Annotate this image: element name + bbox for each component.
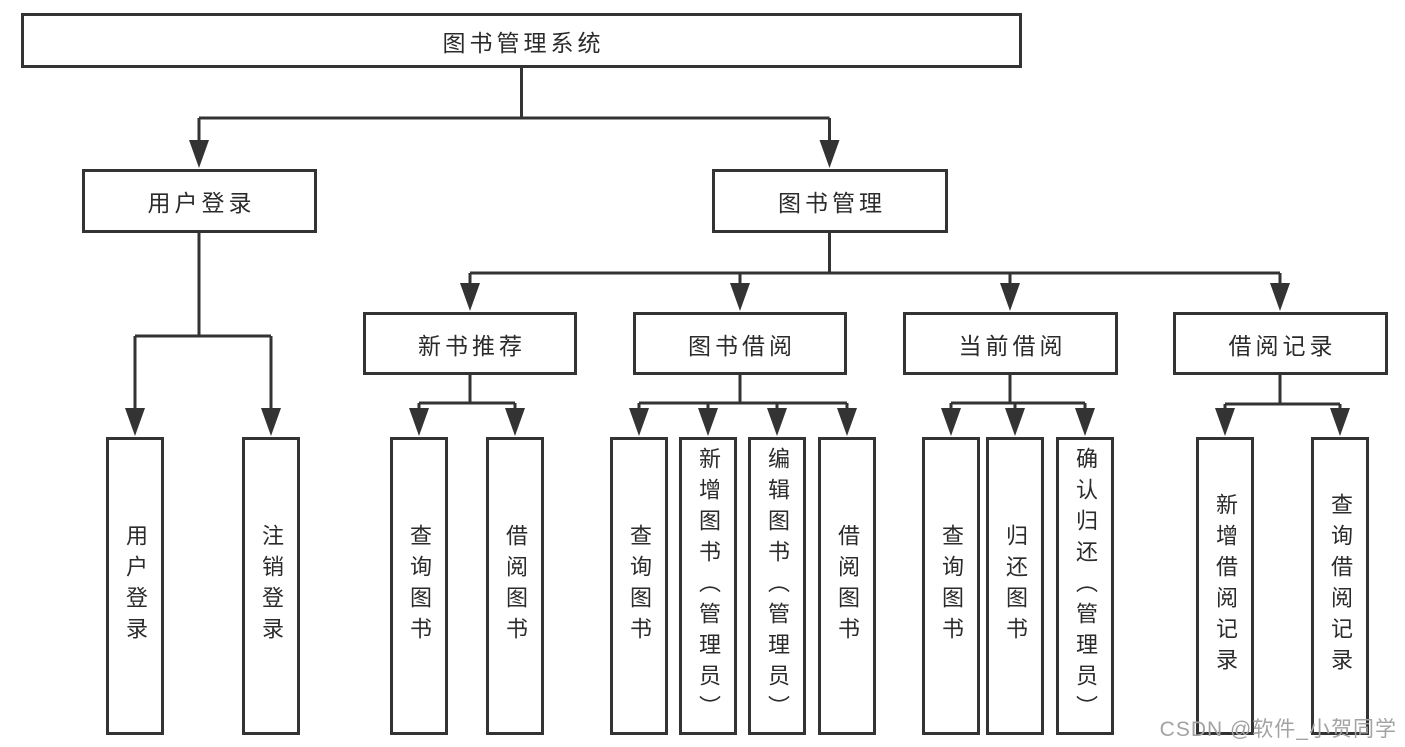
leaf-current-confirm-return-admin-label: 确认归还（管理员） (1073, 446, 1098, 726)
leaf-recommend-query-book: 查询图书 (390, 437, 448, 735)
leaf-logout: 注销登录 (242, 437, 300, 735)
book-management-node: 图书管理 (712, 169, 948, 233)
arrowheads (125, 140, 1350, 436)
leaf-borrow-borrow-book-label: 借阅图书 (835, 524, 860, 648)
user-login-node: 用户登录 (82, 169, 317, 233)
borrow-record-node: 借阅记录 (1173, 312, 1388, 375)
leaf-user-login-label: 用户登录 (123, 524, 148, 648)
leaf-user-login: 用户登录 (106, 437, 164, 735)
leaf-record-add-label: 新增借阅记录 (1213, 493, 1238, 679)
leaf-borrow-add-book-admin: 新增图书（管理员） (679, 437, 737, 735)
leaf-record-query: 查询借阅记录 (1311, 437, 1369, 735)
leaf-current-confirm-return-admin: 确认归还（管理员） (1056, 437, 1114, 735)
leaf-borrow-add-book-admin-label: 新增图书（管理员） (696, 446, 721, 726)
leaf-borrow-query-book: 查询图书 (610, 437, 668, 735)
new-book-recommend-node: 新书推荐 (363, 312, 577, 375)
leaf-recommend-query-book-label: 查询图书 (407, 524, 432, 648)
book-borrow-node: 图书借阅 (633, 312, 847, 375)
leaf-current-query-book-label: 查询图书 (939, 524, 964, 648)
current-borrow-node: 当前借阅 (903, 312, 1118, 375)
leaf-current-query-book: 查询图书 (922, 437, 980, 735)
leaf-record-query-label: 查询借阅记录 (1328, 493, 1353, 679)
leaf-current-return-book-label: 归还图书 (1003, 524, 1028, 648)
leaf-borrow-borrow-book: 借阅图书 (818, 437, 876, 735)
leaf-record-add: 新增借阅记录 (1196, 437, 1254, 735)
leaf-recommend-borrow-book: 借阅图书 (486, 437, 544, 735)
leaf-borrow-query-book-label: 查询图书 (627, 524, 652, 648)
leaf-borrow-edit-book-admin-label: 编辑图书（管理员） (765, 446, 790, 726)
leaf-recommend-borrow-book-label: 借阅图书 (503, 524, 528, 648)
leaf-logout-label: 注销登录 (259, 524, 284, 648)
csdn-watermark: CSDN @软件_小贺同学 (1159, 718, 1397, 741)
leaf-current-return-book: 归还图书 (986, 437, 1044, 735)
leaf-borrow-edit-book-admin: 编辑图书（管理员） (748, 437, 806, 735)
root-node-system: 图书管理系统 (21, 13, 1022, 68)
